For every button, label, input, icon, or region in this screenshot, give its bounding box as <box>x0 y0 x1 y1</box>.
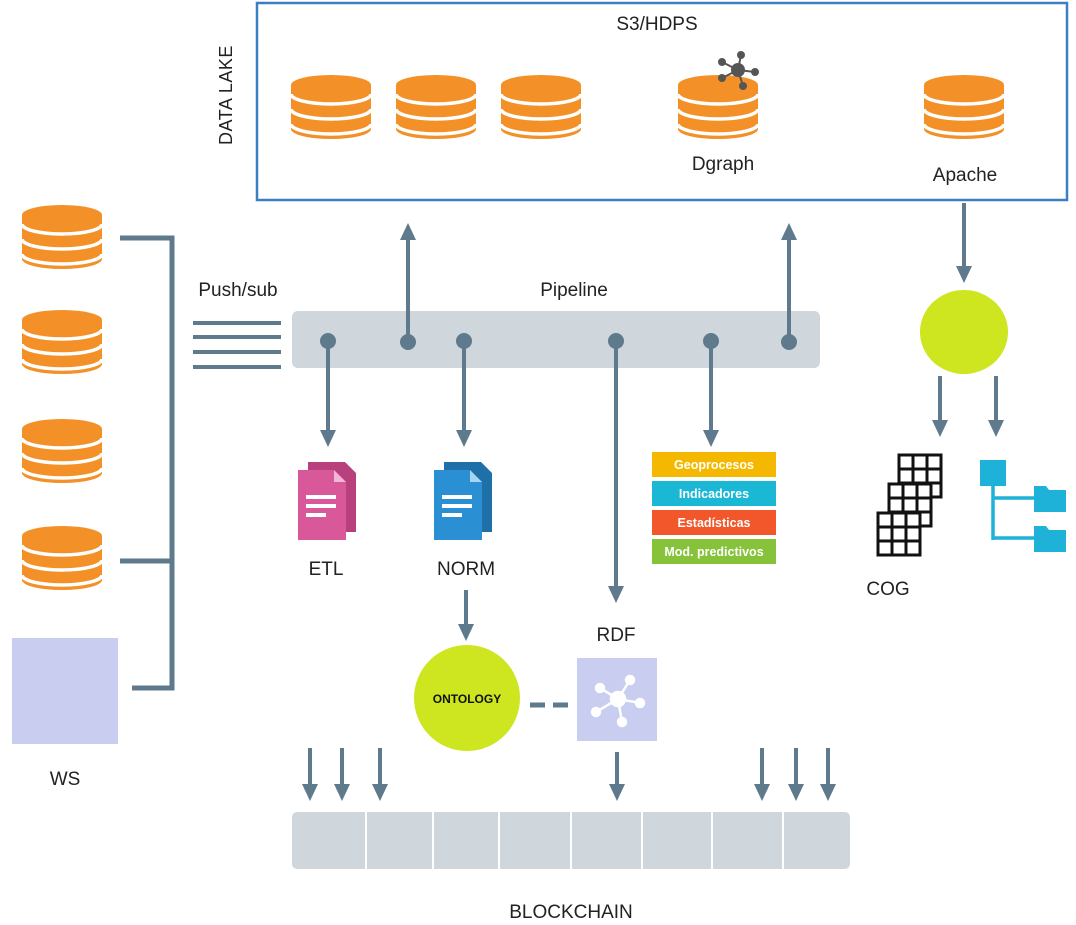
apache-label: Apache <box>933 165 997 186</box>
pipeline-down-connector <box>320 333 719 603</box>
source-database-icon <box>20 524 104 592</box>
etl-label: ETL <box>309 559 344 580</box>
norm-document-icon <box>434 462 492 540</box>
tag-indicadores <box>652 481 776 506</box>
ws-box <box>12 638 118 744</box>
rdf-graph-icon <box>590 674 646 728</box>
tree-hierarchy-icon <box>980 460 1066 552</box>
analytics-tag-list: Geoprocesos Indicadores Estadísticas Mod… <box>652 452 776 564</box>
ontology-node <box>414 645 520 751</box>
norm-label: NORM <box>437 559 495 580</box>
source-bracket <box>120 235 175 691</box>
processing-node <box>920 290 1008 374</box>
s3-hdps-label: S3/HDPS <box>616 14 697 35</box>
tag-geoprocesos <box>652 452 776 477</box>
dgraph-label: Dgraph <box>692 154 754 175</box>
pipeline-bar <box>292 311 820 368</box>
ws-label: WS <box>50 769 81 790</box>
tag-indicadores-label: Indicadores <box>679 487 749 501</box>
source-database-icon <box>20 417 104 485</box>
tag-estadisticas <box>652 510 776 535</box>
apache-database-icon <box>922 73 1006 141</box>
data-lake-label: DATA LAKE <box>216 45 236 145</box>
source-database-icon <box>20 203 104 271</box>
tag-mod-predictivos-label: Mod. predictivos <box>664 545 763 559</box>
blockchain-arrows <box>302 748 836 801</box>
graph-node-icon <box>718 51 759 90</box>
tag-mod-predictivos <box>652 539 776 564</box>
pipeline-label: Pipeline <box>540 280 608 301</box>
processing-node-connector <box>932 376 1004 437</box>
database-icon <box>394 73 478 141</box>
blockchain-bar <box>292 812 850 869</box>
norm-to-ontology-connector <box>458 590 474 641</box>
grid-cube-icon <box>876 453 943 557</box>
etl-document-icon <box>298 462 356 540</box>
blockchain-label: BLOCKCHAIN <box>509 902 633 923</box>
pipeline-up-connector <box>400 223 797 350</box>
ontology-label: ONTOLOGY <box>433 692 501 706</box>
push-sub-icon <box>193 321 281 369</box>
cog-label: COG <box>866 579 909 600</box>
push-sub-label: Push/sub <box>198 280 277 301</box>
rdf-label: RDF <box>596 625 635 646</box>
tag-geoprocesos-label: Geoprocesos <box>674 458 754 472</box>
apache-connector <box>956 203 972 283</box>
database-icon <box>289 73 373 141</box>
source-database-icon <box>20 308 104 376</box>
tag-estadisticas-label: Estadísticas <box>678 516 751 530</box>
database-icon <box>499 73 583 141</box>
